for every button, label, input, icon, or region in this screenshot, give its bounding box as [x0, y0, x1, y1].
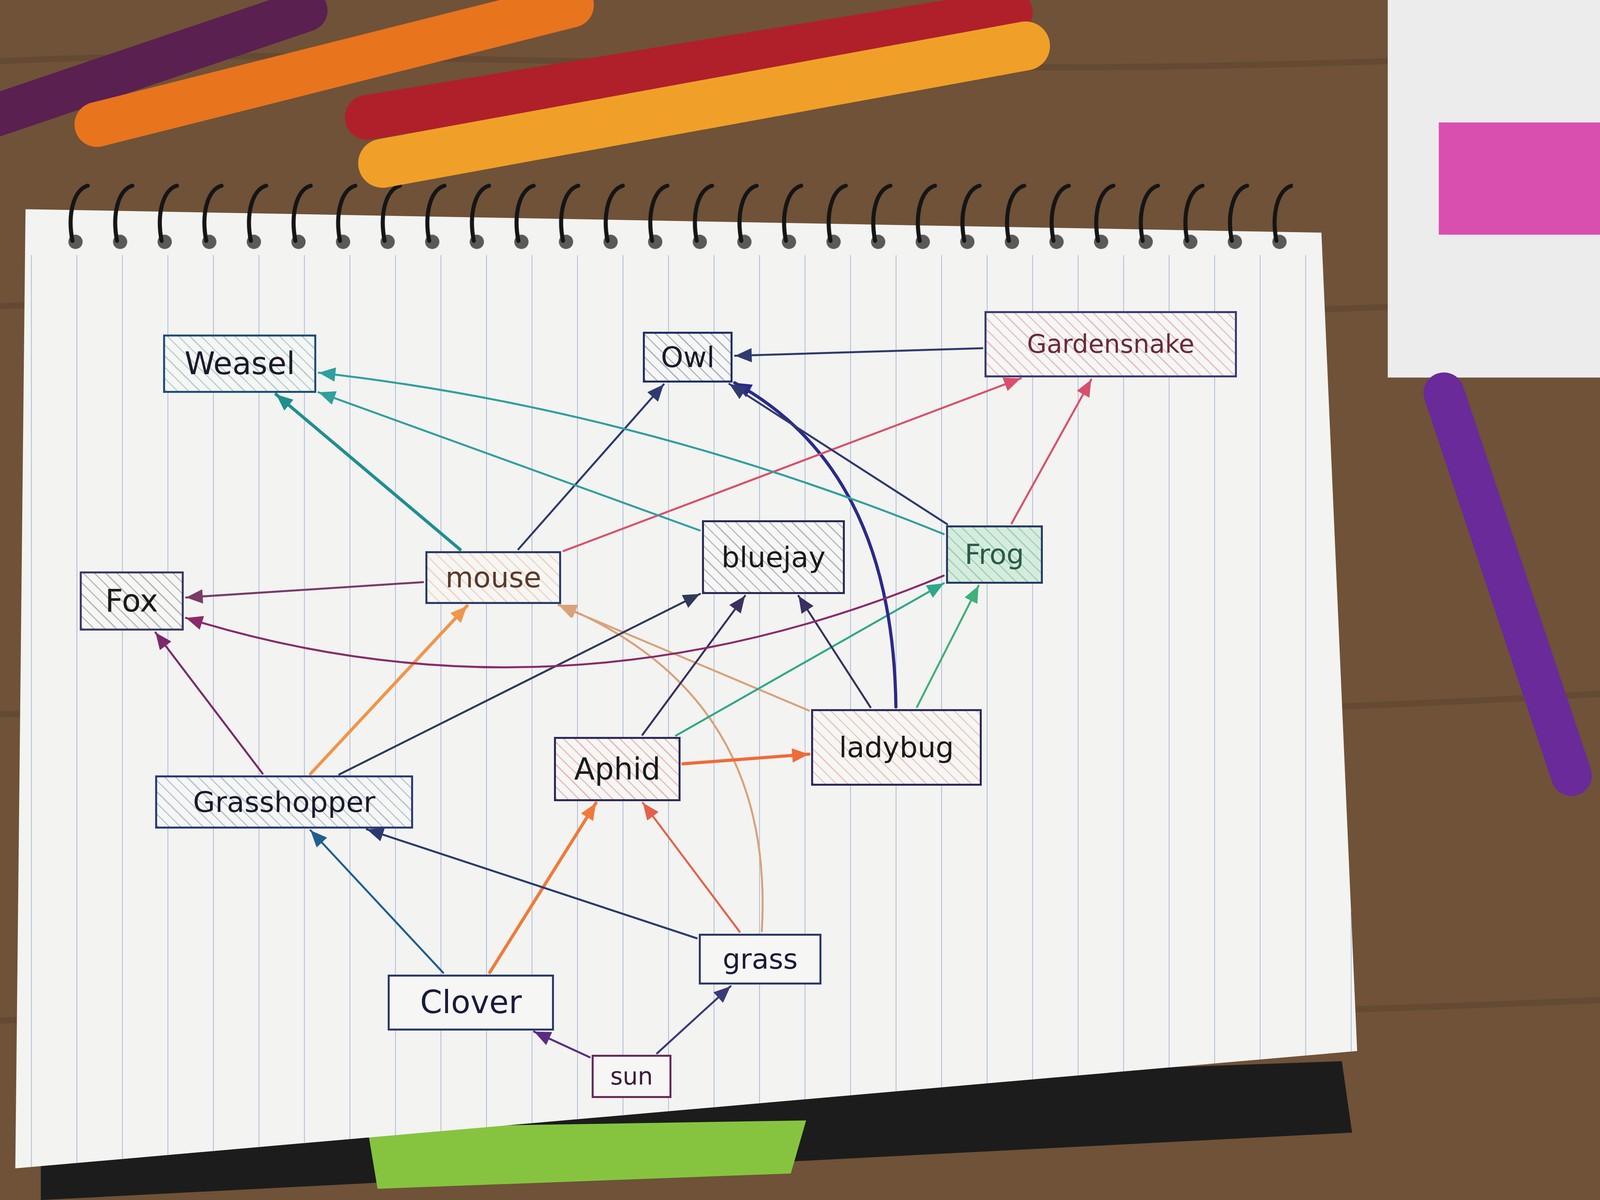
feeding-arrow	[310, 605, 468, 774]
feeding-line	[155, 632, 263, 774]
feeding-arrow	[682, 748, 809, 764]
arrowhead	[1076, 379, 1092, 398]
organism-label: Frog	[964, 538, 1025, 571]
arrowhead	[681, 594, 700, 608]
feeding-arrow	[642, 595, 745, 735]
feeding-arrow	[534, 1031, 590, 1058]
arrowhead	[1002, 377, 1021, 392]
feeding-line	[534, 1031, 590, 1058]
organism-label: Gardensnake	[1026, 329, 1195, 360]
arrowhead	[734, 348, 752, 363]
pen	[1444, 392, 1572, 776]
organism-box: Fox	[79, 571, 184, 631]
organism-box: Frog	[946, 525, 1043, 584]
organism-box: Weasel	[163, 334, 317, 393]
organism-label: Aphid	[574, 751, 661, 787]
arrowhead	[155, 632, 172, 650]
arrowhead	[534, 1031, 553, 1046]
arrowhead	[276, 394, 294, 411]
feeding-arrow	[318, 367, 944, 535]
feeding-line	[310, 830, 443, 973]
feeding-arrow	[276, 394, 461, 550]
arrowhead	[642, 802, 659, 821]
organism-box: Aphid	[553, 736, 681, 802]
pen	[382, 46, 1026, 164]
arrowhead	[964, 585, 979, 604]
arrowhead	[580, 803, 597, 822]
feeding-arrow	[657, 986, 731, 1054]
arrowhead	[798, 596, 814, 614]
organism-box: sun	[591, 1054, 672, 1099]
feeding-line	[276, 394, 461, 550]
organism-label: ladybug	[838, 730, 954, 764]
feeding-arrow	[366, 827, 697, 939]
arrowhead	[925, 583, 944, 598]
feeding-line	[682, 754, 809, 764]
arrowhead	[713, 986, 731, 1003]
feeding-arrow	[558, 604, 809, 711]
arrowhead	[318, 367, 337, 382]
feeding-line	[734, 348, 983, 356]
feeding-arrow	[798, 596, 871, 708]
feeding-line	[798, 596, 871, 708]
organism-box: Owl	[642, 331, 733, 383]
arrowhead	[791, 748, 809, 763]
feeding-arrow	[318, 391, 700, 531]
feeding-line	[310, 605, 468, 774]
organism-box: mouse	[425, 551, 562, 605]
organism-box: Clover	[387, 974, 554, 1031]
arrowhead	[366, 827, 385, 842]
organism-label: Clover	[419, 984, 522, 1021]
organism-label: Fox	[105, 583, 159, 620]
ruled-lines	[20, 255, 1368, 1174]
arrowhead	[558, 604, 577, 618]
feeding-line	[642, 595, 745, 735]
arrowhead	[450, 605, 468, 624]
feeding-arrow	[917, 585, 979, 708]
organism-box: ladybug	[811, 709, 982, 786]
feeding-arrow	[729, 384, 948, 525]
feeding-line	[558, 605, 809, 711]
feeding-line	[729, 384, 948, 525]
arrowhead	[729, 384, 748, 400]
organism-label: Owl	[660, 340, 715, 374]
feeding-line	[366, 829, 697, 939]
arrowhead	[647, 384, 664, 402]
feeding-line	[642, 802, 740, 932]
eraser-box-band	[1438, 122, 1600, 235]
feeding-line	[318, 392, 700, 531]
organism-label: Grasshopper	[192, 785, 376, 819]
organism-box: Gardensnake	[984, 311, 1237, 378]
feeding-arrow	[1011, 379, 1092, 524]
arrowhead	[318, 391, 337, 405]
arrowhead	[186, 589, 204, 604]
feeding-line	[318, 372, 944, 535]
organism-box: bluejay	[701, 520, 845, 594]
organism-label: sun	[610, 1062, 653, 1091]
feeding-line	[186, 582, 424, 598]
arrowhead	[729, 595, 745, 614]
organism-box: Grasshopper	[155, 775, 414, 829]
feeding-arrow	[155, 632, 263, 774]
arrowhead	[310, 830, 327, 848]
feeding-line	[1011, 379, 1092, 524]
arrowhead	[186, 615, 204, 630]
feeding-line	[657, 986, 731, 1054]
feeding-arrow	[310, 830, 443, 973]
feeding-line	[917, 585, 979, 708]
eraser-box	[1387, 0, 1600, 378]
organism-label: mouse	[445, 561, 542, 595]
organism-label: Weasel	[184, 346, 296, 382]
feeding-arrow	[642, 802, 740, 932]
feeding-arrow	[734, 348, 983, 363]
feeding-arrow	[186, 582, 424, 604]
organism-box: grass	[698, 933, 822, 985]
organism-label: grass	[722, 943, 798, 976]
organism-label: bluejay	[721, 540, 826, 574]
spiral-binding	[63, 173, 1293, 261]
